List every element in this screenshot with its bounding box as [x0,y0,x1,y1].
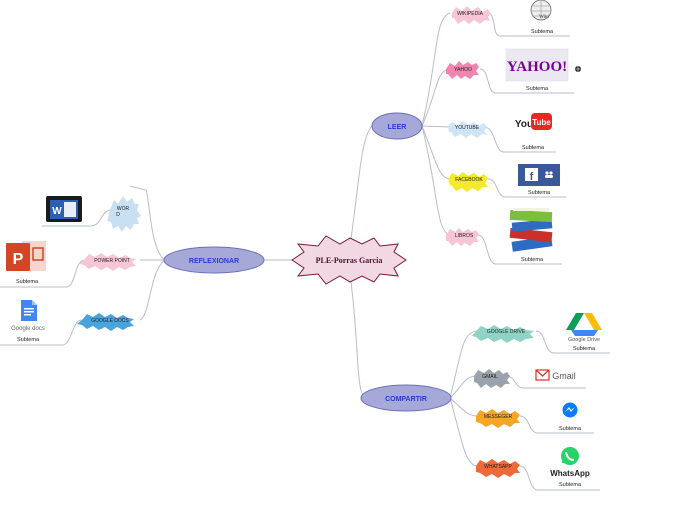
topic-googledocs-shape [77,313,134,331]
topic-yahoo-shape [446,61,479,79]
topic-word-label-line2: D [116,212,120,218]
yahoo-logo-icon: YAHOO! [505,48,569,82]
youtube-logo-text-you: You [515,119,533,130]
messenger-logo-icon [547,400,593,423]
branch-compartir-label: COMPARTIR [385,396,427,403]
google-docs-icon: Google docs [3,297,53,333]
topic-wikipedia[interactable]: WIKIPEDIA [452,6,490,24]
whatsapp-logo-text: WhatsApp [550,469,590,478]
subtopic-googledocs[interactable]: Subtema [17,337,40,343]
topic-powerpoint-label: POWER POINT [94,258,130,264]
topic-whatsapp-shape [476,459,520,478]
topic-powerpoint[interactable]: POWER POINT [79,253,136,271]
branch-reflexionar-label: REFLEXIONAR [189,258,239,265]
central-topic-shape [291,235,407,285]
topic-messenger[interactable]: MESSEGER [476,409,520,428]
branch-reflexionar-shape [163,246,265,274]
central-topic[interactable]: PLE-Porras Garcia [291,235,407,285]
topic-whatsapp-label: WHATSAPP [484,464,512,470]
topic-gmail[interactable]: GMAIL [474,369,510,388]
topic-yahoo[interactable]: YAHOO [446,61,479,79]
branch-leer-shape [371,112,423,140]
wikipedia-globe-icon: Wiki [518,0,566,25]
topic-whatsapp[interactable]: WHATSAPP [476,459,520,478]
books-stack-icon [509,208,553,252]
powerpoint-logo-text: P [13,251,24,268]
subtopic-wikipedia[interactable]: Subtema [531,29,554,35]
subtopic-libros[interactable]: Subtema [521,257,544,263]
subtopic-youtube[interactable]: Subtema [522,145,545,151]
topic-word-label-line1: WOR [117,206,130,212]
topic-gmail-shape [474,369,510,388]
topic-yahoo-label: YAHOO [454,67,472,73]
topic-libros-label: LIBROS [455,233,474,239]
topic-googledocs-label: GOOGLE DOCS [91,318,129,324]
topic-powerpoint-shape [79,253,136,271]
facebook-logo-text: f [530,171,534,183]
topic-messenger-shape [476,409,520,428]
topic-wikipedia-label: WIKIPEDIA [457,11,484,17]
topic-messenger-label: MESSEGER [484,414,513,420]
subtopic-whatsapp[interactable]: Subtema [559,482,582,488]
youtube-logo-text-tube: Tube [532,118,551,127]
topic-facebook-label: FACEBOOK [455,177,483,183]
connectors [0,12,610,491]
subtopic-googledrive[interactable]: Subtema [573,346,596,352]
branch-leer-label: LEER [388,124,407,131]
gmail-logo-text: Gmail [552,371,576,381]
topic-facebook[interactable]: FACEBOOK [448,172,488,192]
topic-word[interactable]: WOR D [107,196,141,232]
google-drive-logo-text: Google Drive [568,337,600,343]
subtopic-facebook[interactable]: Subtema [528,190,551,196]
branch-compartir[interactable]: COMPARTIR [360,384,452,412]
google-docs-logo-text: Google docs [11,326,45,332]
subtopic-yahoo[interactable]: Subtema [526,86,549,92]
topic-youtube-label: YOUTUBE [455,125,480,131]
topic-youtube-shape [448,121,487,138]
central-topic-label: PLE-Porras Garcia [316,256,383,265]
topic-libros[interactable]: LIBROS [446,228,479,246]
svg-text:Wiki: Wiki [539,15,549,20]
topic-googledocs[interactable]: GOOGLE DOCS [77,313,134,331]
topic-googledrive[interactable]: GOOGLE DRIVE [472,325,534,343]
topic-libros-shape [446,228,479,246]
google-drive-icon: Google Drive [562,310,606,343]
yahoo-logo-text: YAHOO! [507,59,567,75]
branch-leer[interactable]: LEER [371,112,423,140]
branch-reflexionar[interactable]: REFLEXIONAR [163,246,265,274]
topic-word-shape [107,196,141,232]
subtopic-messenger[interactable]: Subtema [559,426,582,432]
topic-youtube[interactable]: YOUTUBE [448,121,487,138]
word-logo-text: W [52,206,62,217]
word-logo-icon: W [46,196,82,222]
gmail-logo-icon: Gmail [532,364,584,386]
branch-compartir-shape [360,384,452,412]
subtopic-powerpoint[interactable]: Subtema [16,279,39,285]
topic-wikipedia-shape [452,6,490,24]
whatsapp-logo-icon: WhatsApp [547,444,593,480]
topic-facebook-shape [448,172,488,192]
facebook-logo-icon: f [518,164,560,186]
web-globe-icon[interactable] [575,66,581,72]
topic-googledrive-shape [472,325,534,343]
powerpoint-logo-icon: P [0,237,54,275]
topic-googledrive-label: GOOGLE DRIVE [487,329,526,335]
topic-gmail-label: GMAIL [482,374,498,380]
youtube-logo-icon: You Tube [514,104,552,138]
